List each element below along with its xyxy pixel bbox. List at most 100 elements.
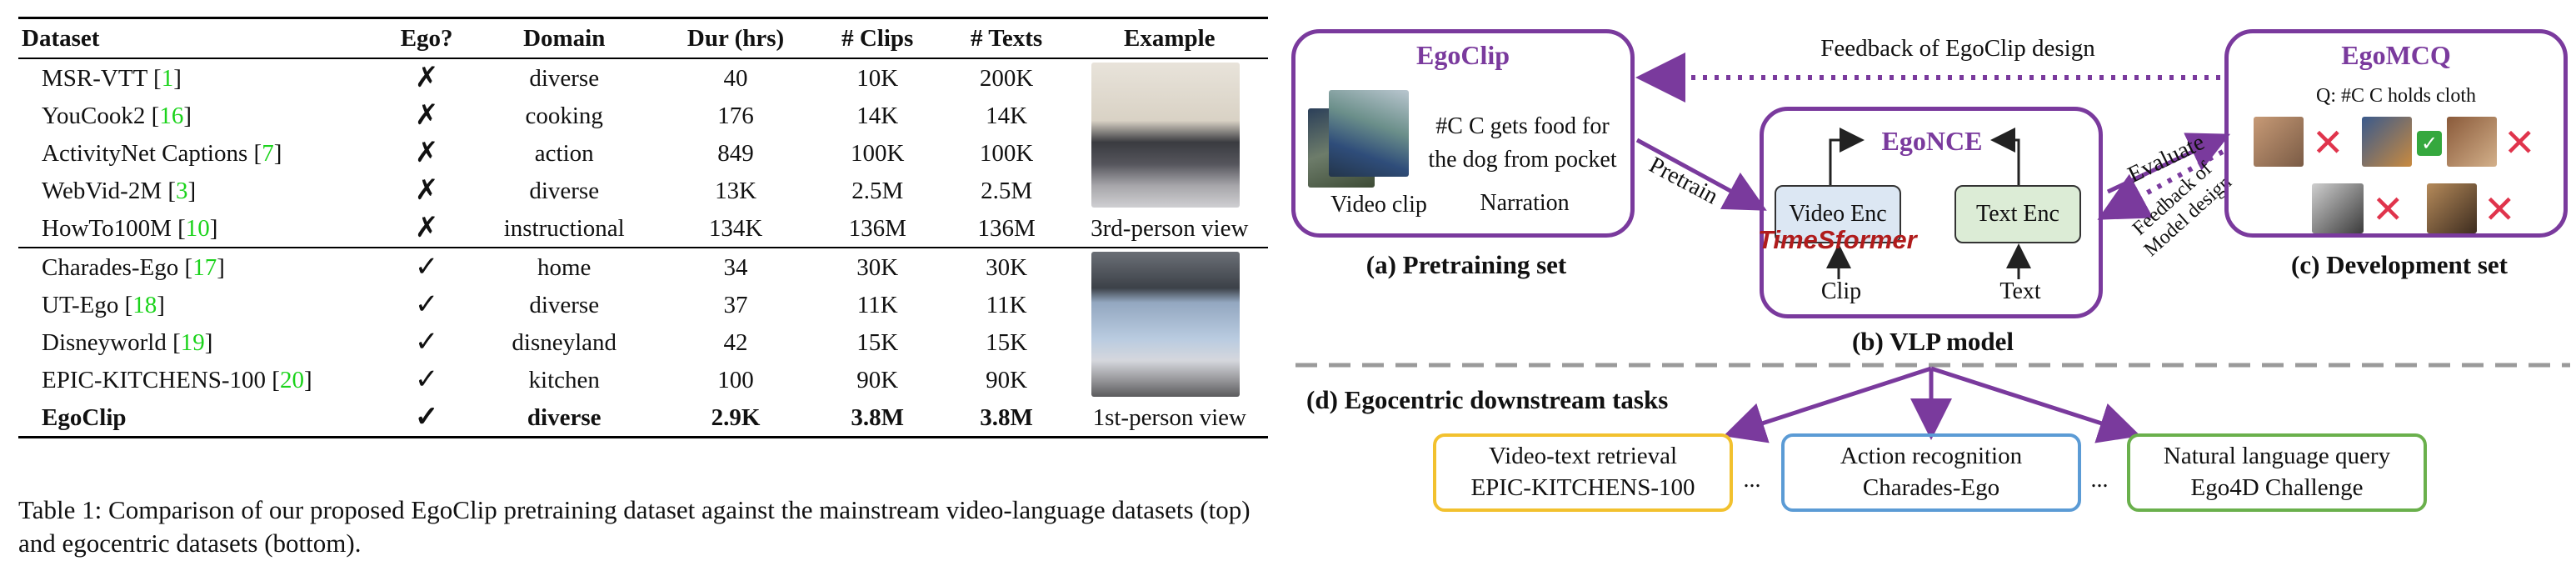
duration-cell-text: 849 — [717, 139, 754, 167]
domain-cell-text: cooking — [525, 102, 603, 129]
dataset-name: WebVid-2M [3] — [18, 172, 383, 209]
dataset-name: Disneyworld [19] — [18, 323, 383, 361]
task-video-text-retrieval: Video-text retrieval EPIC-KITCHENS-100 — [1433, 433, 1733, 512]
citation[interactable]: [3] — [162, 177, 197, 204]
ego-mark-text: ✓ — [414, 251, 439, 283]
texts-cell-text: 11K — [986, 291, 1027, 318]
ego-mark-text: ✓ — [414, 363, 439, 395]
ego-mark-text: ✓ — [414, 326, 439, 358]
wrong-icon: ✕ — [2372, 187, 2404, 232]
task-1-line2: EPIC-KITCHENS-100 — [1470, 474, 1695, 501]
video-enc-label: Video Enc — [1789, 201, 1887, 227]
citation[interactable]: [1] — [147, 64, 182, 92]
domain-cell: disneyland — [470, 323, 658, 361]
col-texts: # Texts — [941, 17, 1071, 59]
clips-cell: 10K — [813, 58, 942, 97]
texts-cell-text: 136M — [977, 214, 1036, 242]
citation-number[interactable]: 1 — [161, 64, 174, 92]
duration-cell-text: 134K — [708, 214, 763, 242]
texts-cell: 136M — [942, 209, 1071, 248]
texts-cell: 15K — [942, 323, 1071, 361]
dataset-name: EgoClip — [18, 398, 384, 438]
wrong-icon: ✕ — [2484, 187, 2516, 232]
ego-mark: ✗ — [383, 134, 470, 172]
ego-mark-text: ✗ — [414, 174, 439, 206]
ego-mark: ✓ — [383, 361, 470, 398]
candidate-3 — [2447, 117, 2497, 167]
citation-number[interactable]: 20 — [279, 366, 304, 393]
task-3-line2: Ego4D Challenge — [2190, 474, 2364, 501]
dataset-name-text: HowTo100M — [42, 214, 172, 242]
ego-mark-text: ✗ — [414, 62, 439, 93]
task-1-line1: Video-text retrieval — [1488, 443, 1678, 469]
egonce-title: EgoNCE — [1881, 126, 1983, 156]
domain-cell-text: action — [534, 139, 594, 167]
wrong-icon: ✕ — [2504, 120, 2536, 165]
citation[interactable]: [18] — [118, 291, 165, 318]
citation-number[interactable]: 3 — [176, 177, 188, 204]
citation[interactable]: [10] — [171, 214, 218, 242]
texts-cell-text: 100K — [979, 139, 1034, 167]
clips-cell-text: 11K — [856, 291, 898, 318]
clips-cell-text: 10K — [856, 64, 899, 92]
ego-mark: ✓ — [383, 398, 471, 438]
texts-cell-text: 14K — [986, 102, 1028, 129]
clips-cell: 100K — [813, 134, 942, 172]
candidate-5 — [2427, 183, 2477, 233]
domain-cell: diverse — [470, 172, 658, 209]
citation[interactable]: [19] — [166, 328, 213, 356]
pretrain-arrow — [1635, 138, 1767, 211]
ego-mark: ✗ — [383, 97, 470, 134]
ego-mark: ✓ — [383, 286, 470, 323]
duration-cell-text: 42 — [723, 328, 748, 356]
dataset-name-text: Charades-Ego — [42, 253, 179, 281]
clips-cell-text: 2.5M — [851, 177, 904, 204]
egomcq-box: EgoMCQ Q: #C C holds cloth ✕ ✓ ✕ ✕ ✕ — [2224, 29, 2568, 238]
duration-cell: 40 — [658, 58, 812, 97]
clips-cell: 30K — [812, 247, 942, 286]
duration-cell: 134K — [658, 209, 812, 248]
citation-number[interactable]: 19 — [180, 328, 205, 356]
clips-cell-text: 30K — [856, 253, 899, 281]
col-clips: # Clips — [812, 17, 942, 59]
citation-number[interactable]: 16 — [159, 102, 184, 129]
timesformer-label: TimeSformer — [1758, 225, 1917, 254]
domain-cell: kitchen — [470, 361, 658, 398]
duration-cell-text: 40 — [723, 64, 748, 92]
video-enc-to-egonce — [1829, 128, 1865, 185]
clips-cell-text: 100K — [851, 139, 905, 167]
citation[interactable]: [7] — [247, 139, 282, 167]
citation[interactable]: [16] — [145, 102, 192, 129]
text-input-label: Text — [1999, 278, 2041, 304]
first-person-example-image — [1091, 252, 1240, 397]
domain-cell: diverse — [470, 286, 658, 323]
dataset-comparison-table: Dataset Ego? Domain Dur (hrs) # Clips # … — [18, 17, 1268, 438]
clips-cell-text: 15K — [856, 328, 899, 356]
ego-mark-text: ✗ — [414, 137, 439, 168]
correct-check-icon: ✓ — [2417, 131, 2442, 156]
downstream-arrow-1 — [1723, 366, 1932, 443]
citation-number[interactable]: 10 — [185, 214, 210, 242]
citation-number[interactable]: 7 — [262, 139, 274, 167]
citation-number[interactable]: 17 — [192, 253, 217, 281]
ego-mark-text: ✓ — [414, 288, 439, 320]
domain-cell-text: diverse — [529, 291, 600, 318]
col-duration: Dur (hrs) — [658, 17, 813, 59]
wrong-icon: ✕ — [2312, 120, 2344, 165]
domain-cell: diverse — [470, 398, 659, 438]
citation-number[interactable]: 18 — [132, 291, 157, 318]
ego-mark: ✓ — [383, 323, 470, 361]
texts-cell: 200K — [942, 58, 1071, 97]
citation[interactable]: [20] — [266, 366, 312, 393]
ego-mark-text: ✗ — [414, 212, 439, 243]
pretraining-set-caption: (a) Pretraining set — [1365, 250, 1567, 279]
example-cell: 3rd-person view — [1071, 63, 1268, 248]
duration-cell: 13K — [658, 172, 812, 209]
citation[interactable]: [17] — [178, 253, 225, 281]
col-domain: Domain — [470, 17, 659, 59]
task-natural-language-query: Natural language query Ego4D Challenge — [2127, 433, 2427, 512]
dataset-name-text: WebVid-2M — [42, 177, 162, 204]
